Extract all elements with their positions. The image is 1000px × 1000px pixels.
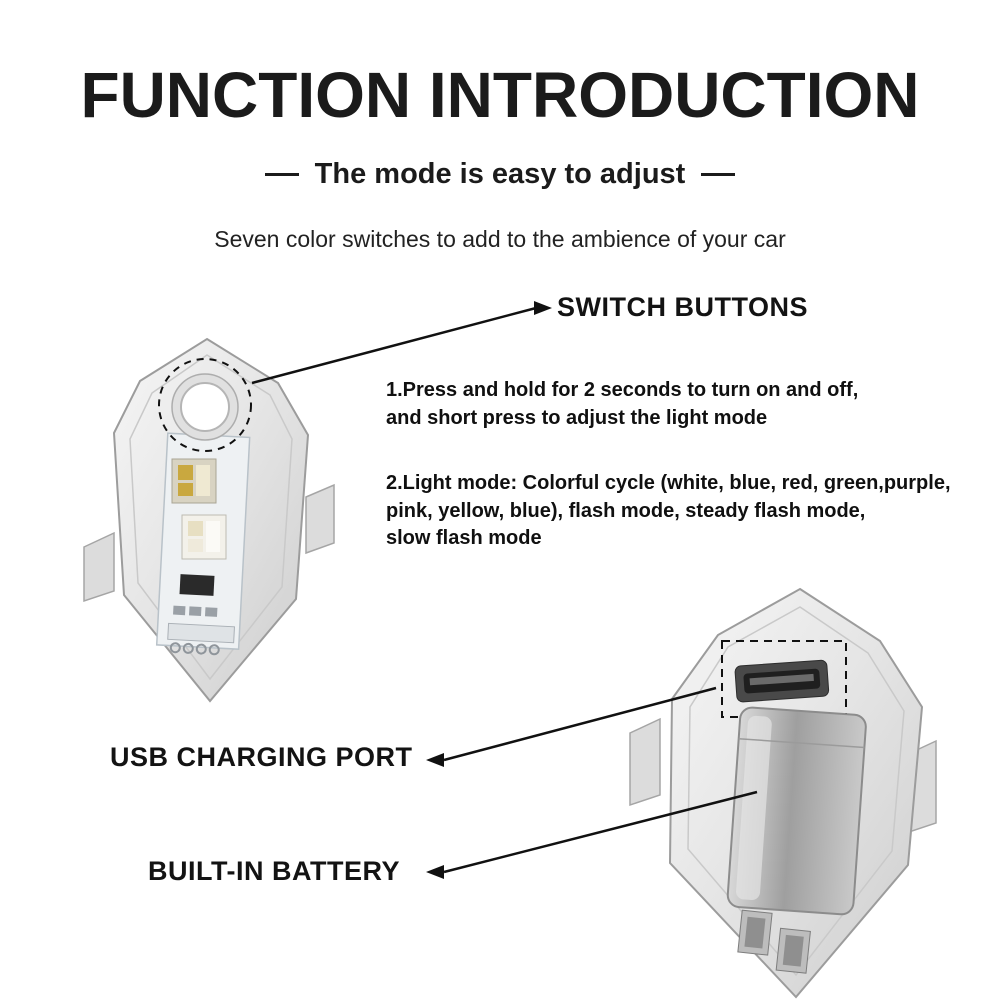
subtitle-left-line (264, 173, 299, 176)
mount-tab-right (305, 483, 335, 555)
instruction-press-hold: 1.Press and hold for 2 seconds to turn o… (386, 379, 859, 429)
led-device-front-image (80, 335, 340, 705)
battery (726, 706, 867, 916)
subtitle-right-line (701, 173, 736, 176)
ic-chip (179, 574, 215, 596)
connector-detail (167, 605, 236, 656)
usb-dashed-rect-annotation (721, 640, 847, 718)
page-title: FUNCTION INTRODUCTION (80, 59, 920, 131)
battery-pins (737, 909, 811, 974)
switch-buttons-label: SWITCH BUTTONS (557, 292, 808, 322)
device-front-facet (129, 354, 293, 681)
led-chip-1 (171, 458, 217, 504)
subtitle-row: The mode is easy to adjust (0, 158, 1000, 191)
usb-charging-port-label: USB CHARGING PORT (110, 742, 413, 772)
tagline: Seven color switches to add to the ambie… (214, 226, 786, 252)
mount-tab-left-2 (629, 717, 661, 807)
device-back-facet (687, 606, 905, 977)
built-in-battery-label: BUILT-IN BATTERY (148, 856, 400, 886)
instruction-light-mode: 2.Light mode: Colorful cycle (white, blu… (386, 472, 951, 550)
power-button (180, 382, 230, 432)
page-subtitle: The mode is easy to adjust (314, 158, 686, 190)
mount-tab-left (83, 531, 115, 603)
switch-dashed-circle-annotation (158, 358, 252, 452)
led-chip-2 (181, 514, 227, 560)
usb-port (734, 659, 830, 703)
led-device-back-image (628, 583, 938, 1000)
